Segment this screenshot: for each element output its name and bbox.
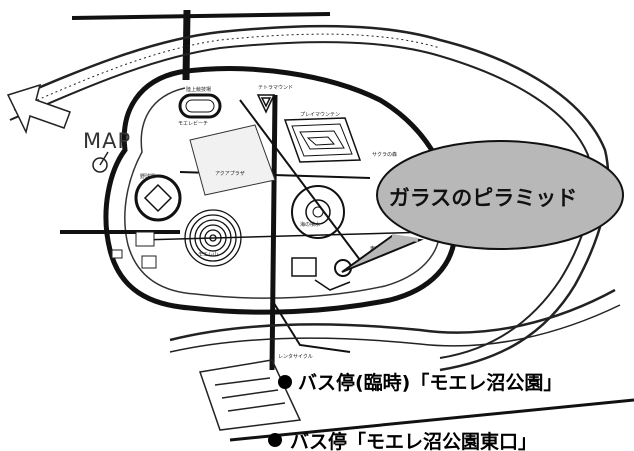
lower-block bbox=[199, 359, 302, 431]
landmark-tetra: テトラマウンド bbox=[258, 84, 293, 91]
baseball-field bbox=[134, 174, 182, 222]
landmark-beach: モエレビーチ bbox=[178, 120, 208, 127]
river-lower bbox=[169, 288, 621, 353]
river-upper bbox=[9, 24, 610, 372]
compass-icon bbox=[92, 151, 109, 173]
bus-stop-east-label: バス停「モエレ沼公園東口」 bbox=[290, 430, 537, 451]
bus-stop-marker bbox=[268, 433, 282, 447]
landmark-play-mountain: プレイマウンテン bbox=[300, 111, 340, 118]
aqua-plaza bbox=[189, 124, 276, 196]
landmark-baseball: 野球場 bbox=[140, 173, 155, 180]
landmark-aqua: アクアプラザ bbox=[215, 171, 245, 177]
map-title: MAP bbox=[83, 129, 131, 153]
tetra-mound bbox=[256, 94, 276, 114]
sea-fountain bbox=[291, 185, 345, 239]
bus-stop-temporary: バス停(臨時)「モエレ沼公園」 bbox=[278, 371, 562, 394]
small-buildings bbox=[111, 231, 157, 269]
athletic-field bbox=[178, 93, 222, 119]
bus-stop-marker bbox=[278, 375, 292, 389]
park-boundary bbox=[103, 66, 458, 315]
park-inner-ring bbox=[124, 87, 441, 299]
arrow-shape bbox=[6, 83, 71, 135]
landmark-moere-mountain: モエレ山 bbox=[198, 251, 218, 258]
landmark-sea-fountain: 海の噴水 bbox=[300, 221, 320, 228]
bus-stop-east: バス停「モエレ沼公園東口」 bbox=[268, 430, 537, 451]
roads bbox=[60, 94, 431, 371]
landmark-bicycle: レンタサイクル bbox=[278, 353, 313, 360]
pyramid-area bbox=[291, 257, 352, 291]
play-mountain bbox=[283, 117, 362, 163]
callout-glass-pyramid: ガラスのピラミッド bbox=[341, 140, 624, 273]
landmark-athletic: 陸上競技場 bbox=[186, 86, 211, 93]
road-top bbox=[71, 12, 331, 20]
moere-mountain bbox=[184, 209, 242, 267]
landmark-sakura: サクラの森 bbox=[372, 151, 397, 158]
road-top-vertical bbox=[182, 9, 191, 81]
bus-stop-temporary-label: バス停(臨時)「モエレ沼公園」 bbox=[298, 371, 562, 394]
callout-label: ガラスのピラミッド bbox=[389, 186, 578, 210]
